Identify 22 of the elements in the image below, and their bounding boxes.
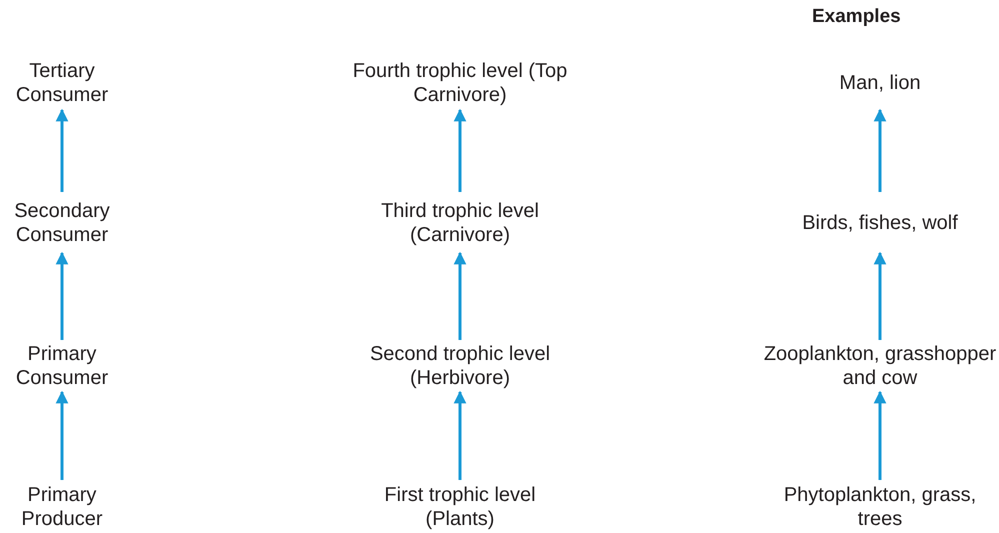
arrow (56, 390, 68, 480)
column-heading: Examples (812, 6, 901, 28)
level-label: Fourth trophic level (Top Carnivore) (352, 59, 568, 107)
arrow (454, 108, 466, 192)
arrow (454, 390, 466, 480)
level-label: Zooplankton, grasshopper and cow (762, 342, 998, 390)
arrow (874, 252, 886, 340)
arrow (874, 390, 886, 480)
level-label: First trophic level (Plants) (383, 482, 537, 530)
arrow (454, 252, 466, 340)
level-label: Second trophic level (Herbivore) (368, 342, 552, 390)
arrow (56, 252, 68, 340)
level-label: Primary Consumer (14, 342, 110, 390)
arrow (874, 108, 886, 192)
level-label: Man, lion (839, 71, 921, 95)
level-label: Primary Producer (20, 482, 104, 530)
level-label: Phytoplankton, grass, trees (782, 482, 978, 530)
arrow (56, 108, 68, 192)
level-label: Birds, fishes, wolf (802, 210, 958, 234)
level-label: Tertiary Consumer (14, 59, 110, 107)
level-label: Secondary Consumer (13, 198, 111, 246)
level-label: Third trophic level (Carnivore) (380, 198, 540, 246)
